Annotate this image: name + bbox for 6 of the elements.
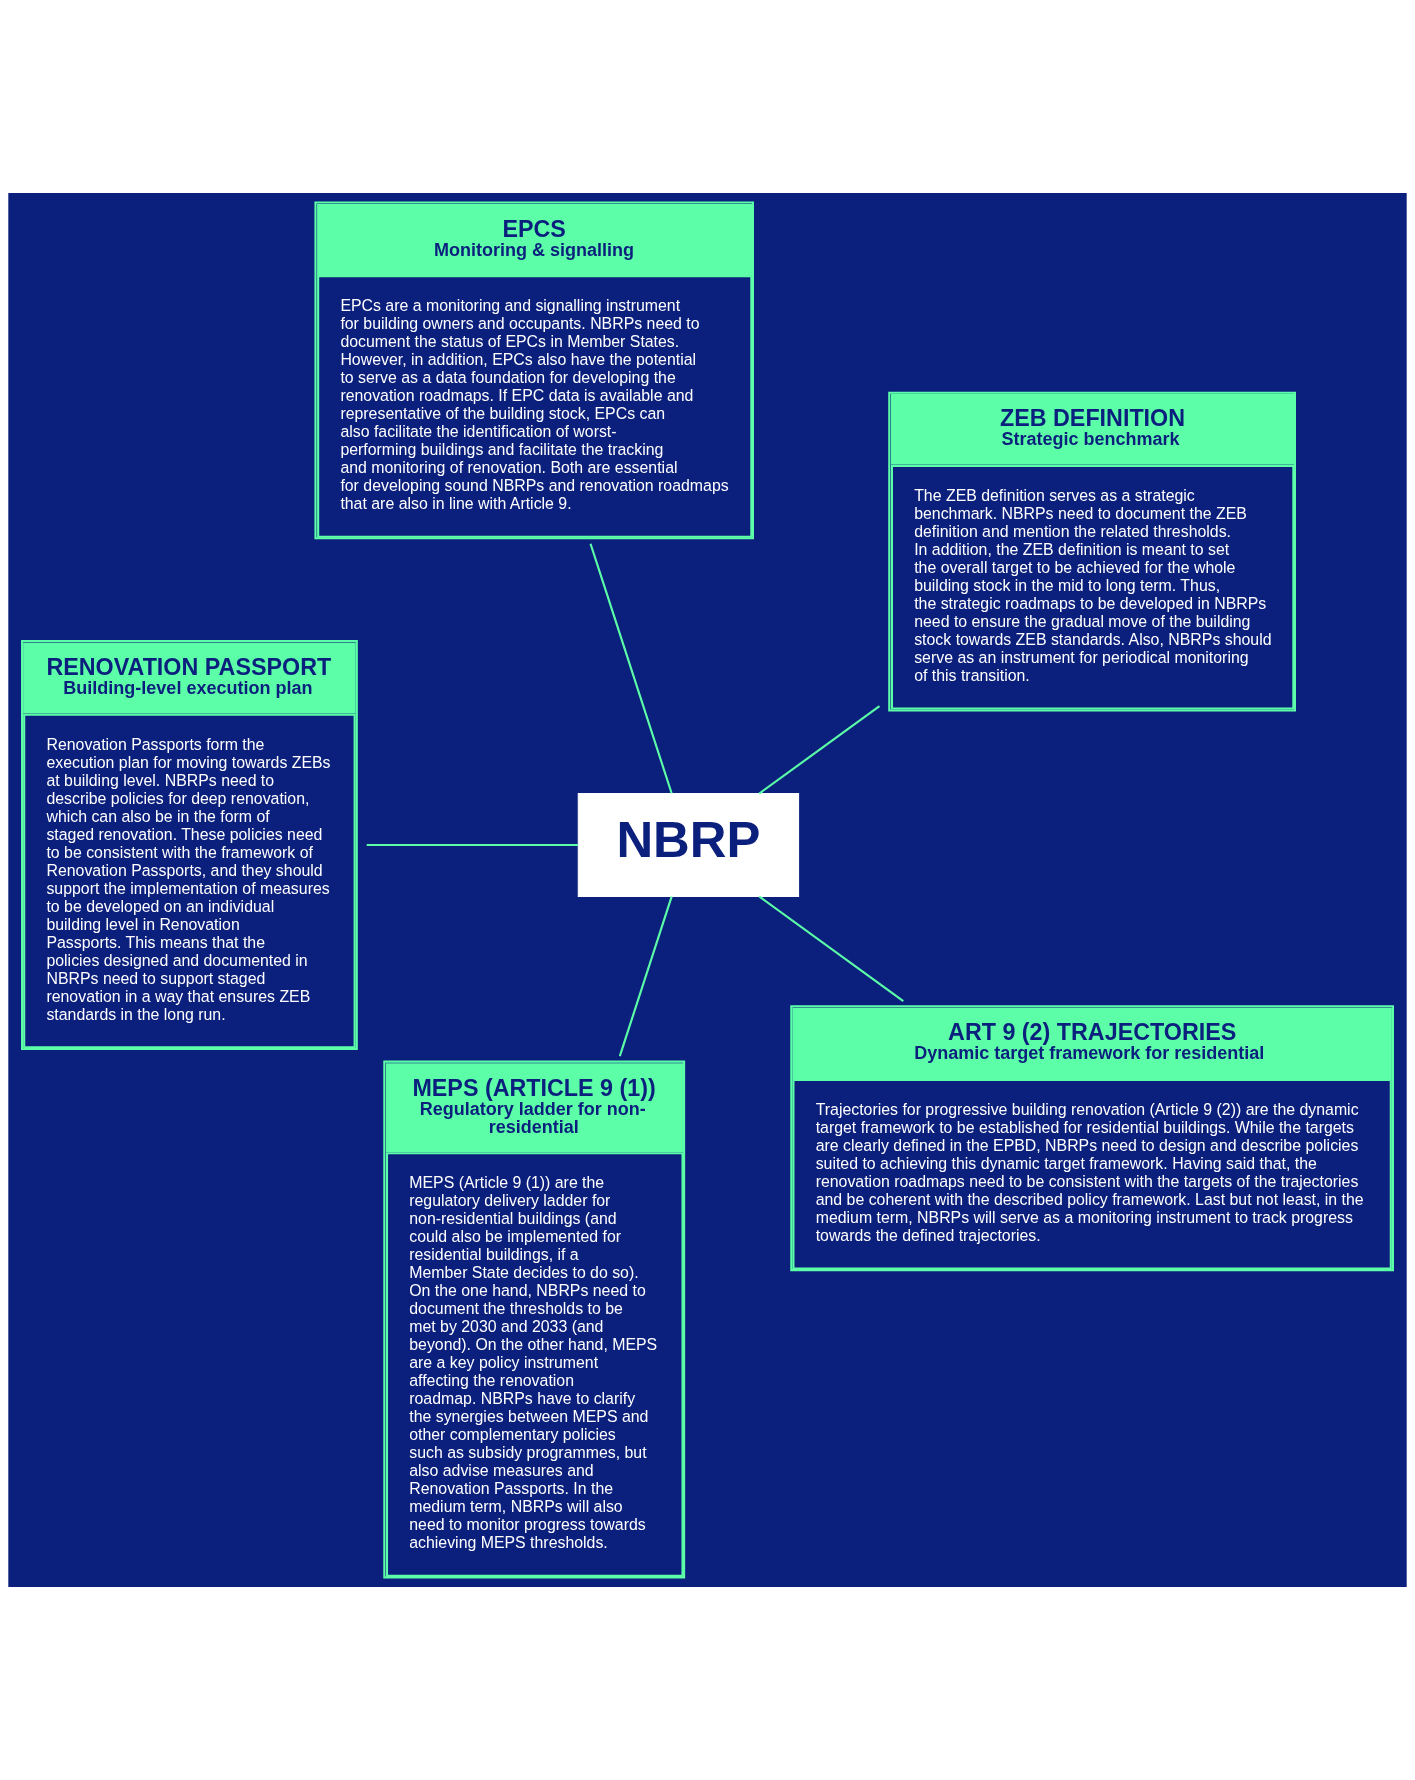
- connector: [758, 895, 904, 1002]
- connector: [366, 843, 578, 847]
- connector: [589, 543, 673, 794]
- connector: [618, 896, 673, 1057]
- node-box: NBRP: [577, 793, 800, 897]
- connector: [758, 705, 881, 795]
